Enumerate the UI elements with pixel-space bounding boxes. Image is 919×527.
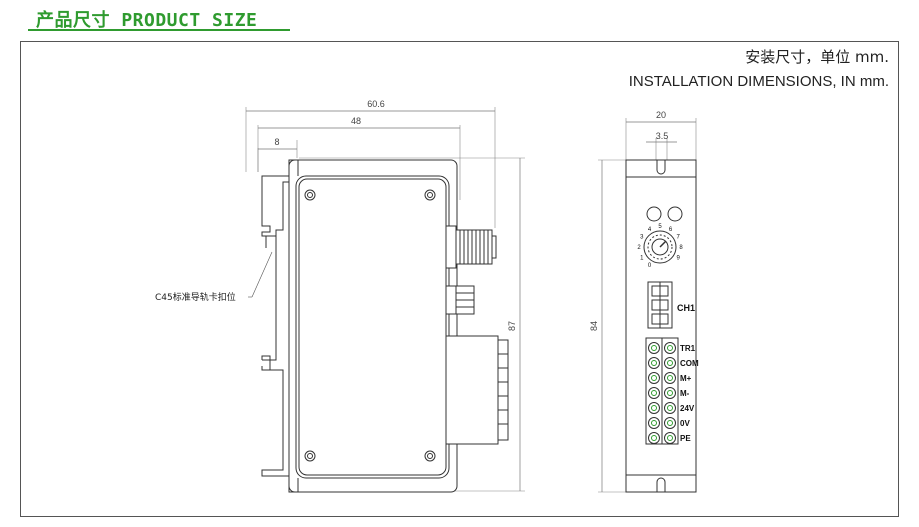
terminal-label: M- (680, 389, 690, 398)
dial-number: 6 (669, 227, 673, 233)
side-view (245, 107, 525, 493)
housing-screws (304, 189, 436, 462)
terminal-screw (648, 417, 660, 429)
dial-number: 4 (648, 227, 652, 233)
dim-overall-width: 60.6 (367, 99, 385, 109)
terminal-screw (648, 342, 660, 354)
terminal-screw-head (667, 420, 673, 426)
terminal-screw (664, 357, 676, 369)
rotary-dial (643, 230, 677, 264)
terminal-screw (664, 387, 676, 399)
terminal-screw (648, 402, 660, 414)
terminal-screw-head (651, 435, 657, 441)
dial-number: 7 (677, 235, 681, 241)
terminal-screws (648, 342, 676, 444)
terminal-label: COM (680, 359, 699, 368)
terminal-screw-head (651, 360, 657, 366)
terminal-label: PE (680, 434, 691, 443)
terminal-screw-head (651, 420, 657, 426)
rail-callout-label: C45标准导轨卡扣位 (155, 291, 236, 303)
led-indicator-2 (667, 206, 683, 222)
terminal-label: 24V (680, 404, 695, 413)
terminal-label: 0V (680, 419, 690, 428)
terminal-screw (664, 432, 676, 444)
dim-side-height: 87 (507, 321, 517, 331)
terminal-screw-head (651, 405, 657, 411)
title-underline (28, 29, 290, 31)
units-note-en: INSTALLATION DIMENSIONS, IN mm. (628, 73, 889, 90)
dim-slot-width: 3.5 (656, 131, 669, 141)
terminal-screw-head (667, 390, 673, 396)
dial-number: 9 (677, 256, 681, 262)
dial-number: 0 (648, 263, 652, 269)
terminal-screw-head (667, 345, 673, 351)
dial-number: 2 (637, 245, 641, 251)
side-knob (445, 225, 497, 269)
led-indicator-1 (646, 206, 662, 222)
terminal-screw (664, 372, 676, 384)
drawing-frame (20, 41, 899, 517)
rail-callout-leader (251, 251, 273, 298)
dim-body-width: 48 (351, 116, 361, 126)
terminal-screw-head (667, 360, 673, 366)
section-header: 产品尺寸 PRODUCT SIZE (28, 4, 290, 31)
terminal-screw (664, 417, 676, 429)
terminal-screw (648, 387, 660, 399)
terminal-screw-head (667, 435, 673, 441)
terminal-label: M+ (680, 374, 692, 383)
front-dimension-lines (601, 121, 696, 492)
dial-number: 8 (679, 245, 683, 251)
ch1-label: CH1 (677, 303, 695, 313)
dim-front-height: 84 (589, 321, 599, 331)
side-dimension-lines (246, 110, 521, 491)
terminal-screw-head (667, 405, 673, 411)
terminal-screw-head (651, 390, 657, 396)
terminal-label: TR1 (680, 344, 696, 353)
side-terminal-block (445, 335, 509, 445)
terminal-screw-head (651, 375, 657, 381)
dim-front-width: 20 (656, 110, 666, 120)
dial-number: 5 (658, 224, 662, 230)
units-note-cn: 安装尺寸，单位 mm. (745, 48, 889, 66)
terminal-screw-head (651, 345, 657, 351)
terminal-screw (648, 372, 660, 384)
terminal-screw (648, 432, 660, 444)
ch1-connector (647, 281, 673, 329)
side-connector (445, 285, 475, 315)
terminal-screw (664, 402, 676, 414)
dial-number: 1 (640, 256, 644, 262)
terminal-screw (664, 342, 676, 354)
section-title: 产品尺寸 PRODUCT SIZE (36, 10, 258, 31)
dim-rail-offset: 8 (274, 137, 279, 147)
dial-number: 3 (640, 235, 644, 241)
terminal-screw-head (667, 375, 673, 381)
terminal-screw (648, 357, 660, 369)
